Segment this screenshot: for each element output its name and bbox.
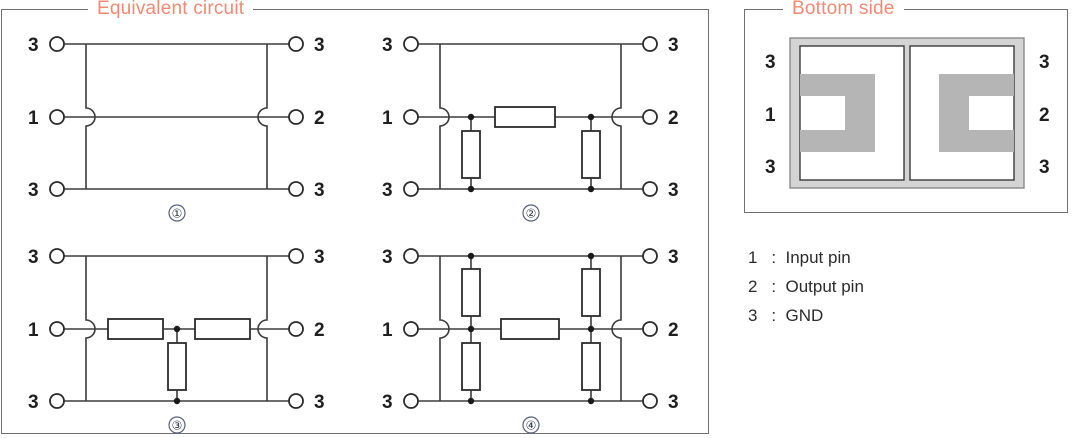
pin-label: 3 <box>382 247 393 268</box>
legend-key: 2 <box>748 277 758 296</box>
circuit-number: ④ <box>526 419 537 433</box>
pin-label: 3 <box>314 180 325 201</box>
circuit-number: ① <box>172 207 183 221</box>
pin-label: 3 <box>668 247 679 268</box>
legend-description: GND <box>785 306 824 325</box>
pin-label: 3 <box>382 35 393 56</box>
pin-label: 3 <box>314 392 325 413</box>
legend-separator: : <box>771 248 777 267</box>
pin-label: 3 <box>382 180 393 201</box>
pin-label: 2 <box>668 320 679 341</box>
circuit-diagram-1: 3 1 3 3 2 3 ① <box>2 10 356 222</box>
pin-label: 3 <box>1039 52 1050 73</box>
pin-label: 3 <box>668 35 679 56</box>
pin-label: 3 <box>28 35 39 56</box>
legend-row-3: 3 : GND <box>748 301 864 330</box>
equivalent-circuit-title: Equivalent circuit <box>88 0 254 19</box>
bottom-side-pin-labels: 3 1 3 3 2 3 <box>765 52 1050 178</box>
pin-label: 3 <box>668 180 679 201</box>
circuit-diagram-2: 3 1 3 3 2 3 ② <box>356 10 710 222</box>
pin-label: 3 <box>668 392 679 413</box>
legend-row-1: 1 : Input pin <box>748 243 864 272</box>
legend-row-2: 2 : Output pin <box>748 272 864 301</box>
pin-label: 2 <box>314 108 325 129</box>
pin-label: 2 <box>668 108 679 129</box>
pin-label: 3 <box>28 392 39 413</box>
legend-key: 3 <box>748 306 758 325</box>
circuit-number: ② <box>526 207 537 221</box>
pin-label: 3 <box>314 247 325 268</box>
bottom-side-panel: Bottom side 3 1 3 3 2 3 <box>744 0 1068 213</box>
legend-separator: : <box>771 306 777 325</box>
circuit-number: ③ <box>172 419 183 433</box>
equivalent-circuit-panel: Equivalent circuit <box>1 0 710 434</box>
pin-label: 3 <box>1039 157 1050 178</box>
pin-label: 3 <box>28 247 39 268</box>
pad-right <box>939 74 1014 152</box>
pad-left <box>800 74 875 152</box>
legend-separator: : <box>771 277 777 296</box>
pin-label: 3 <box>382 392 393 413</box>
pin-label: 3 <box>765 52 776 73</box>
pin-label: 2 <box>1039 105 1050 126</box>
legend-description: Output pin <box>785 277 864 296</box>
bottom-side-illustration <box>789 37 1025 194</box>
pin-label: 1 <box>382 320 393 341</box>
circuit-diagram-3: 3 1 3 3 2 3 ③ <box>2 222 356 434</box>
legend-key: 1 <box>748 248 758 267</box>
legend-description: Input pin <box>785 248 851 267</box>
pin-label: 1 <box>765 105 776 126</box>
pin-legend: 1 : Input pin 2 : Output pin 3 : GND <box>748 243 864 330</box>
pin-label: 1 <box>382 108 393 129</box>
bottom-side-title: Bottom side <box>783 0 904 19</box>
pin-label: 2 <box>314 320 325 341</box>
pin-label: 3 <box>765 157 776 178</box>
pin-label: 1 <box>28 320 39 341</box>
pin-label: 3 <box>28 180 39 201</box>
circuit-diagram-4: 3 1 3 3 2 3 ④ <box>356 222 710 434</box>
pin-label: 1 <box>28 108 39 129</box>
pin-label: 3 <box>314 35 325 56</box>
